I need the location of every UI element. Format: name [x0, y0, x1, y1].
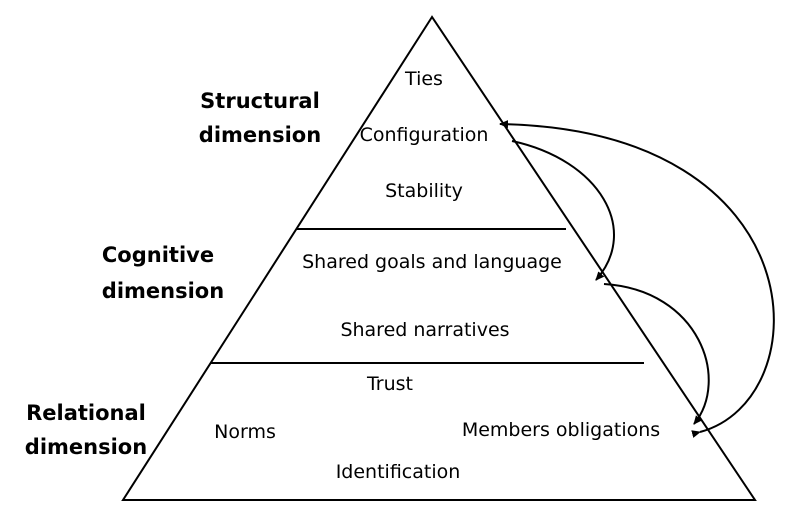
structural-dimension-label-line2: dimension — [199, 123, 321, 147]
norms-label: Norms — [214, 421, 276, 443]
shared-goals-label: Shared goals and language — [302, 251, 562, 273]
identification-label: Identification — [336, 461, 461, 483]
relational-dimension-label-line1: Relational — [26, 401, 146, 425]
relational-dimension-label-line2: dimension — [25, 435, 147, 459]
cognitive-dimension-label-line2: dimension — [102, 279, 224, 303]
cognitive-dimension-label-line1: Cognitive — [102, 243, 214, 267]
members-obligations-label: Members obligations — [462, 419, 660, 441]
shared-narratives-label: Shared narratives — [340, 319, 509, 341]
trust-label: Trust — [366, 373, 413, 395]
arrow-members-obligations-configuration — [499, 120, 775, 438]
stability-label: Stability — [385, 180, 463, 202]
configuration-label: Configuration — [360, 124, 489, 146]
ties-label: Ties — [404, 68, 443, 90]
structural-dimension-label-line1: Structural — [200, 89, 320, 113]
